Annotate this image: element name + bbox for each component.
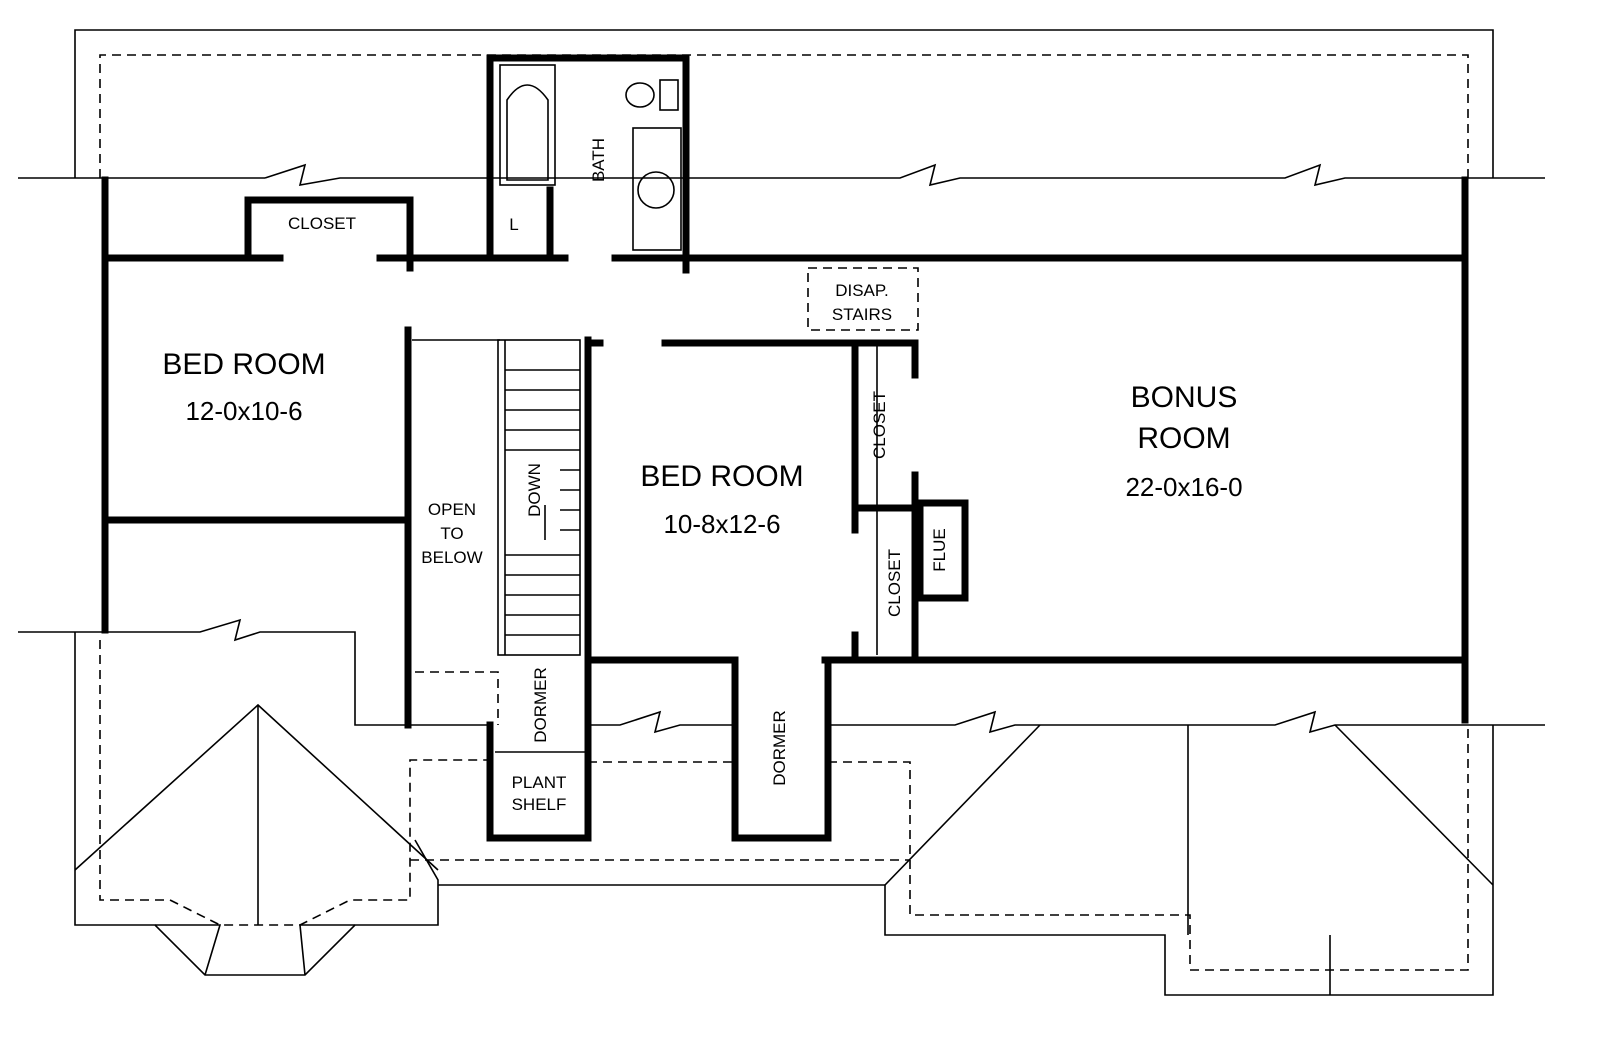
dormer-center-label: DORMER [770,710,789,786]
disap-stairs-label-2: STAIRS [832,305,892,324]
linen-label: L [509,215,518,234]
disap-stairs-label-1: DISAP. [835,281,889,300]
bonus-room-name-2: ROOM [1137,422,1230,455]
bonus-room-size: 22-0x16-0 [1125,472,1242,502]
closet-lower-label: CLOSET [885,549,904,617]
bath-label: BATH [589,138,608,182]
walls [101,54,1469,842]
flue-label: FLUE [930,528,949,571]
open-to-below-1: OPEN [428,500,476,519]
stairs-down-label: DOWN [525,463,544,517]
open-to-below-2: TO [440,524,463,543]
bed-room-1-size: 12-0x10-6 [185,396,302,426]
closet-upper-label: CLOSET [870,391,889,459]
closet-top-label: CLOSET [288,214,356,233]
bed-room-2-name: BED ROOM [640,460,803,493]
bed-room-1-name: BED ROOM [162,348,325,381]
dormer-left-label: DORMER [531,667,550,743]
stair-treads [504,340,580,655]
plant-shelf-label-1: PLANT [512,773,567,792]
fixtures [412,64,919,753]
bonus-room-name-1: BONUS [1131,381,1238,414]
plant-shelf-label-2: SHELF [512,795,567,814]
disappearing-stairs [807,267,919,331]
roof-outline [18,29,1545,996]
bed-room-2-size: 10-8x12-6 [663,509,780,539]
open-to-below-3: BELOW [421,548,482,567]
labels: CLOSET L BATH DISAP. STAIRS BED ROOM 12-… [162,138,1242,814]
